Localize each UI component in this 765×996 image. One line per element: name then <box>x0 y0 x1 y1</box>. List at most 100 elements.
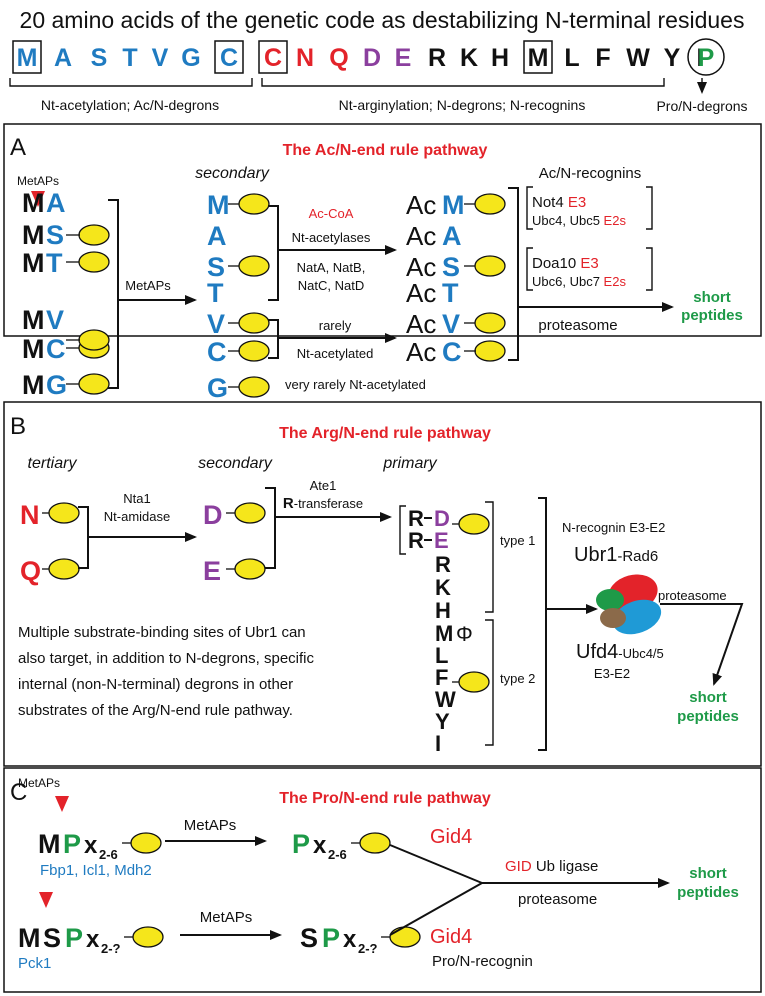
prim-residue-w: W <box>435 687 456 712</box>
metaps-cleavage-arrowhead-c2 <box>39 892 53 908</box>
metaps-cleavage-arrowhead-c1 <box>55 796 69 812</box>
sec-residue-s: S <box>207 252 225 282</box>
ubc45-label: Ubc4, Ubc5 E2s <box>532 213 626 228</box>
converge-line-top <box>389 844 483 884</box>
label-ac-degrons: Nt-acetylation; Ac/N-degrons <box>41 97 219 113</box>
tert-oval-q <box>48 558 80 580</box>
secondary-label-b: secondary <box>198 455 273 472</box>
r-transferase-label: R-transferase <box>283 495 363 512</box>
residue-y-19: Y <box>664 44 681 72</box>
nt-acetylases-label: Nt-acetylases <box>292 230 371 245</box>
residue-f-17: F <box>595 44 610 72</box>
residue-a-a0: A <box>46 188 66 218</box>
prim-residue-r: R <box>435 552 451 577</box>
panel-a-frame <box>3 123 762 337</box>
sec-oval-c <box>238 340 270 362</box>
substrate-oval-a5 <box>78 373 110 395</box>
pro-oval-2 <box>359 832 391 854</box>
bracket-b-tertiary <box>78 506 89 569</box>
pro-s-4: S <box>300 923 318 953</box>
panel-b-title: The Arg/N-end rule pathway <box>279 425 491 442</box>
pro-sub-2: 2-6 <box>328 847 347 862</box>
residue-c-6: C <box>220 44 238 72</box>
pro-p-2: P <box>292 829 310 859</box>
pro-p-1: P <box>63 829 81 859</box>
residue-e-11: E <box>395 44 412 72</box>
residue-a-1: A <box>54 44 72 72</box>
pro-recognin-label: Pro/N-recognin <box>432 953 533 970</box>
prim-oval-2 <box>458 671 490 693</box>
bracket-a-left <box>108 199 119 389</box>
sec-oval-e <box>234 558 266 580</box>
not4-label: Not4 E3 <box>532 194 586 211</box>
label-pro-degrons: Pro/N-degrons <box>656 98 747 114</box>
arg-r-2: R <box>408 528 424 553</box>
sec-residue-g: G <box>207 373 228 403</box>
met-residue-4: M <box>22 334 45 364</box>
residue-c-6-box <box>214 40 244 74</box>
bracket-arg <box>261 78 665 87</box>
doa10-label: Doa10 E3 <box>532 255 599 272</box>
proteasome-label-a: proteasome <box>538 317 617 334</box>
ac-residue-m: M <box>442 190 465 220</box>
sec-oval-4 <box>238 312 270 334</box>
peptides-label-a: peptides <box>681 307 743 324</box>
nat-label-2: NatC, NatD <box>298 278 364 293</box>
ubr1-complex-icon <box>596 574 662 635</box>
pro-sub-1: 2-6 <box>99 847 118 862</box>
bracket-doa10-right <box>646 247 653 291</box>
panel-c-title: The Pro/N-end rule pathway <box>279 790 491 807</box>
residue-m-15-box <box>523 40 553 74</box>
prim-residue-i: I <box>435 731 441 756</box>
prim-oval-1 <box>458 513 490 535</box>
bracket-b-arg-left <box>399 505 406 555</box>
secondary-label-a: secondary <box>195 165 270 182</box>
acetyl-label-3: Ac <box>406 278 436 308</box>
metaps-top-label: MetAPs <box>17 174 59 188</box>
residue-m-0-box <box>12 40 42 74</box>
residue-g-5: G <box>181 44 200 72</box>
met-residue-1: M <box>22 220 45 250</box>
prim-residue-h: H <box>435 598 451 623</box>
pro-x-3: x <box>86 926 100 953</box>
short-label-c: short <box>689 865 727 882</box>
met-residue-5: M <box>22 370 45 400</box>
pro-x-4: x <box>343 926 357 953</box>
metaps-arrow-label: MetAPs <box>125 278 171 293</box>
bracket-ac <box>9 78 253 87</box>
primary-label: primary <box>382 455 437 472</box>
bracket-a-recognins <box>508 187 519 361</box>
residue-m-15: M <box>528 44 549 72</box>
ubr1-note-line-1: Multiple substrate-binding sites of Ubr1… <box>18 624 306 641</box>
residue-i-20: I <box>697 44 704 72</box>
sec-residue-e: E <box>203 556 221 586</box>
panel-a-title: The Ac/N-end rule pathway <box>283 142 488 159</box>
metaps-top-label-c: MetAPs <box>18 776 60 790</box>
proteasome-label-b: proteasome <box>658 588 727 603</box>
prim-residue-f: F <box>435 665 448 690</box>
residue-d-10: D <box>363 44 381 72</box>
residue-p-21-circle <box>687 38 725 76</box>
panel-c-frame <box>3 767 762 993</box>
residue-t-3: T <box>122 44 137 72</box>
pro-x-2: x <box>313 832 327 859</box>
met-residue-0: M <box>22 188 45 218</box>
sec-oval-d <box>234 502 266 524</box>
ac-residue-v: V <box>442 309 460 339</box>
prim-residue-y: Y <box>435 709 450 734</box>
n-recognin-label: N-recognin E3-E2 <box>562 520 665 535</box>
arg-r-1: R <box>408 506 424 531</box>
bracket-not4-right <box>646 186 653 230</box>
label-arg-degrons: Nt-arginylation; N-degrons; N-recognins <box>339 97 586 113</box>
metaps-cleavage-arrowhead <box>31 191 45 207</box>
bracket-doa10-left <box>526 247 533 291</box>
ac-recognins-title: Ac/N-recognins <box>539 165 642 182</box>
sec-residue-d: D <box>203 500 223 530</box>
ubr1-note-line-3: internal (non-N-terminal) degrons in oth… <box>18 676 293 693</box>
fbp-label: Fbp1, Icl1, Mdh2 <box>40 862 152 879</box>
substrate-oval-a2 <box>78 251 110 273</box>
prim-residue-e: E <box>434 528 449 553</box>
residue-k-13: K <box>460 44 478 72</box>
pro-oval-1 <box>130 832 162 854</box>
